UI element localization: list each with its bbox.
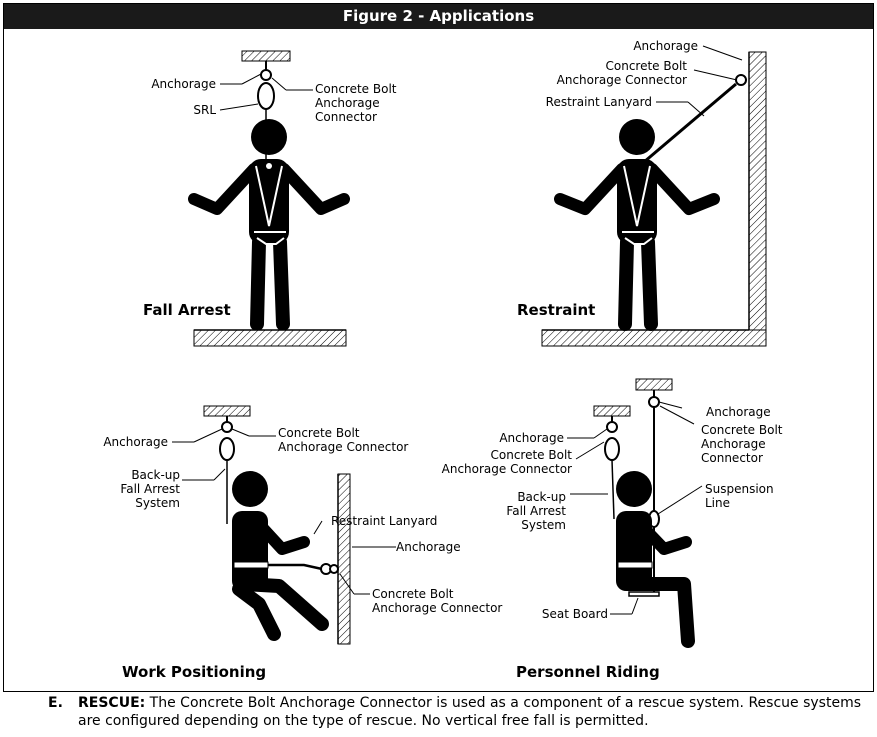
fall-arrest-harness bbox=[254, 165, 286, 245]
label-connector-1: Concrete Bolt bbox=[315, 82, 397, 96]
label-connector-right-3: Connector bbox=[701, 451, 763, 465]
label-anchorage: Anchorage bbox=[633, 39, 698, 53]
label-anchorage-wall: Anchorage bbox=[396, 540, 461, 554]
floor bbox=[193, 329, 347, 347]
caption-restraint: Restraint bbox=[517, 301, 595, 319]
label-connector-left-2: Anchorage Connector bbox=[442, 462, 572, 476]
caption-work-positioning: Work Positioning bbox=[122, 663, 266, 681]
work-positioning-panel: Anchorage Concrete Bolt Anchorage Connec… bbox=[103, 405, 502, 681]
figure-panel: Figure 2 - Applications bbox=[3, 3, 874, 692]
label-connector-left-1: Concrete Bolt bbox=[491, 448, 573, 462]
wall-connector bbox=[735, 74, 747, 86]
label-connector-wall-2: Anchorage Connector bbox=[372, 601, 502, 615]
caption-fall-arrest: Fall Arrest bbox=[143, 301, 231, 319]
label-anchorage-left: Anchorage bbox=[499, 431, 564, 445]
restraint-panel: Anchorage Concrete Bolt Anchorage Connec… bbox=[517, 39, 767, 347]
fall-arrest-person bbox=[188, 119, 350, 331]
label-suspension-1: Suspension bbox=[705, 482, 774, 496]
label-connector-top-2: Anchorage Connector bbox=[278, 440, 408, 454]
label-seat-board: Seat Board bbox=[542, 607, 608, 621]
ceiling-anchorage bbox=[203, 405, 251, 417]
backup-srl bbox=[604, 437, 620, 461]
caption-personnel-riding: Personnel Riding bbox=[516, 663, 660, 681]
section-paragraph: RESCUE: The Concrete Bolt Anchorage Conn… bbox=[78, 694, 868, 730]
label-backup-2: Fall Arrest bbox=[120, 482, 180, 496]
work-positioning-person bbox=[232, 471, 329, 641]
label-connector-wall-1: Concrete Bolt bbox=[372, 587, 454, 601]
applications-illustration: Anchorage SRL Concrete Bolt Anchorage Co… bbox=[103, 39, 783, 681]
label-connector-right-1: Concrete Bolt bbox=[701, 423, 783, 437]
label-anchorage: Anchorage bbox=[151, 77, 216, 91]
figure-title: Figure 2 - Applications bbox=[4, 4, 873, 29]
wall bbox=[748, 51, 767, 343]
backup-srl bbox=[219, 437, 235, 461]
ceiling-anchorage bbox=[241, 50, 291, 62]
personnel-riding-person bbox=[616, 471, 695, 648]
label-anchorage-top: Anchorage bbox=[103, 435, 168, 449]
label-connector-1: Concrete Bolt bbox=[606, 59, 688, 73]
section-keyword: RESCUE: bbox=[78, 695, 146, 711]
srl-device bbox=[257, 82, 275, 110]
label-connector-right-2: Anchorage bbox=[701, 437, 766, 451]
label-backup-1: Back-up bbox=[131, 468, 180, 482]
label-suspension-2: Line bbox=[705, 496, 730, 510]
label-backup-2: Fall Arrest bbox=[506, 504, 566, 518]
label-connector-2: Anchorage bbox=[315, 96, 380, 110]
label-connector-3: Connector bbox=[315, 110, 377, 124]
wall bbox=[337, 473, 351, 645]
floor bbox=[541, 329, 767, 347]
fall-arrest-panel: Anchorage SRL Concrete Bolt Anchorage Co… bbox=[143, 50, 397, 347]
label-backup-1: Back-up bbox=[517, 490, 566, 504]
personnel-riding-panel: Anchorage Concrete Bolt Anchorage Connec… bbox=[442, 378, 783, 681]
section-e-rescue: E. RESCUE: The Concrete Bolt Anchorage C… bbox=[48, 694, 868, 730]
ceiling-anchorage-left bbox=[593, 405, 631, 417]
label-lanyard: Restraint Lanyard bbox=[546, 95, 652, 109]
restraint-lanyard bbox=[643, 82, 737, 164]
label-srl: SRL bbox=[193, 103, 216, 117]
label-connector-2: Anchorage Connector bbox=[557, 73, 687, 87]
section-letter: E. bbox=[48, 695, 63, 711]
seat-board bbox=[628, 591, 660, 597]
ceiling-anchorage-right bbox=[635, 378, 673, 391]
label-backup-3: System bbox=[135, 496, 180, 510]
label-connector-top-1: Concrete Bolt bbox=[278, 426, 360, 440]
label-backup-3: System bbox=[521, 518, 566, 532]
label-anchorage-right: Anchorage bbox=[706, 405, 771, 419]
concrete-bolt-connector bbox=[260, 69, 272, 81]
label-lanyard: Restraint Lanyard bbox=[331, 514, 437, 528]
section-text: The Concrete Bolt Anchorage Connector is… bbox=[78, 695, 862, 729]
